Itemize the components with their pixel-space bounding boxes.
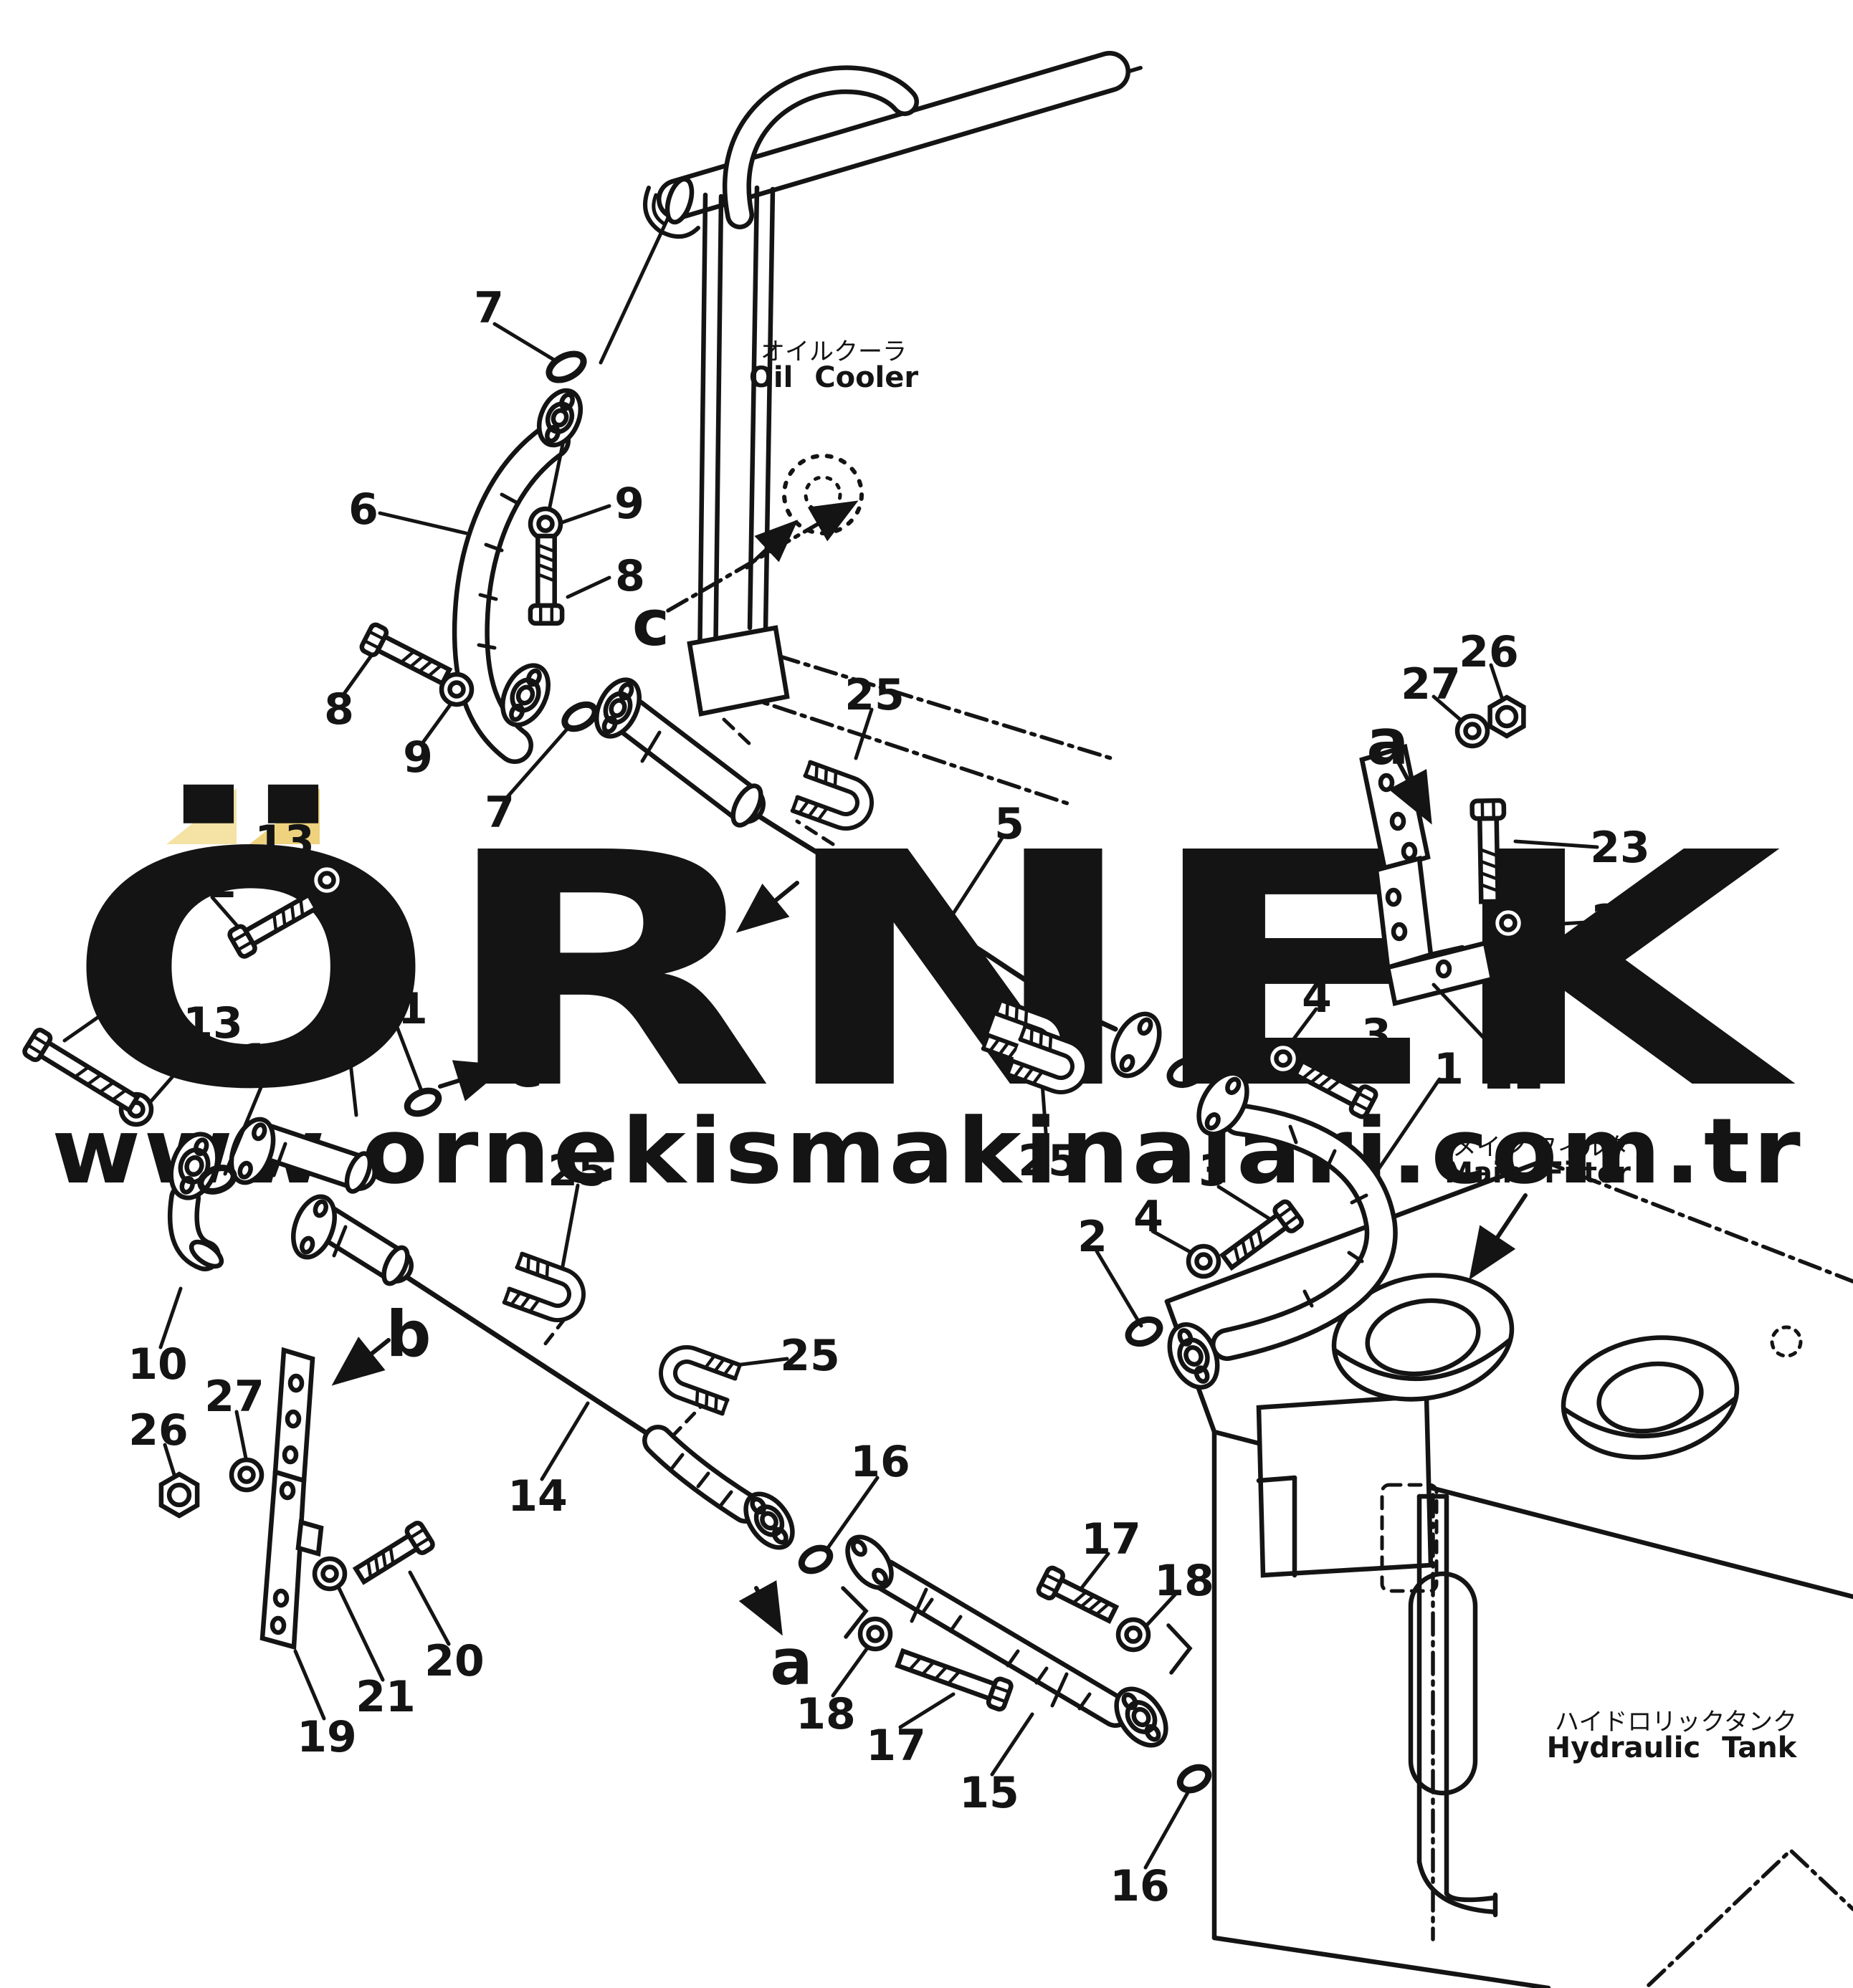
callout-17: 17 [866, 1721, 926, 1771]
callout-23: 23 [1590, 823, 1650, 873]
callout-14: 14 [508, 1471, 568, 1521]
callout-11: 11 [240, 1035, 300, 1085]
callout-20: 20 [424, 1636, 485, 1686]
callout-21: 21 [356, 1672, 416, 1722]
callout-25: 25 [844, 670, 905, 720]
callout-3: 3 [1199, 1146, 1229, 1196]
callout-11: 11 [368, 984, 428, 1034]
watermark-triangle-icon [249, 788, 320, 844]
callout-12: 12 [93, 960, 153, 1010]
callout-4: 4 [1133, 1192, 1163, 1242]
callout-15: 15 [959, 1768, 1019, 1818]
callout-9: 9 [403, 732, 433, 783]
callout-10: 10 [128, 1339, 188, 1390]
view-letter-a: a [770, 1625, 812, 1699]
callout-1: 1 [1434, 1044, 1464, 1094]
callout-13: 13 [254, 816, 315, 866]
callout-2: 2 [1077, 1212, 1107, 1262]
callout-26: 26 [128, 1405, 189, 1456]
callout-7: 7 [474, 283, 504, 333]
view-letter-b: b [659, 897, 704, 971]
component-labels: オイルクーラ Oil Cooler メイン フィルタ Main Filter ハ… [749, 338, 1798, 1764]
callout-25: 25 [780, 1331, 840, 1381]
diagram-line-art [22, 51, 1853, 1988]
watermark-triangle-icon [166, 788, 237, 844]
callout-6: 6 [348, 484, 378, 535]
callout-25: 25 [548, 1146, 608, 1196]
view-letter-c: c [632, 586, 670, 660]
callout-17: 17 [1081, 1514, 1141, 1564]
callout-18: 18 [796, 1689, 856, 1739]
callout-24: 24 [1591, 896, 1652, 946]
callout-4: 4 [1302, 973, 1332, 1023]
callout-5: 5 [994, 799, 1024, 849]
callout-27: 27 [1401, 659, 1461, 709]
view-letter-a: a [1366, 705, 1409, 779]
callout-2: 2 [1242, 935, 1272, 985]
callout-27: 27 [204, 1372, 265, 1422]
oil-cooler-label-en: Oil Cooler [749, 361, 919, 394]
callout-26: 26 [1459, 627, 1519, 677]
callout-16: 16 [1110, 1861, 1170, 1911]
callout-9: 9 [614, 479, 644, 529]
main-filter-label-jp: メイン フィルタ [1452, 1133, 1630, 1162]
callout-13: 13 [183, 998, 243, 1048]
callout-8: 8 [324, 684, 354, 735]
callout-19: 19 [297, 1712, 357, 1762]
hydraulic-tank-label-jp: ハイドロリックタンク [1555, 1708, 1797, 1736]
hydraulic-tank-label-en: Hydraulic Tank [1547, 1731, 1798, 1764]
callout-12: 12 [177, 858, 237, 908]
callout-7: 7 [485, 788, 515, 838]
callout-22: 22 [1484, 1049, 1544, 1099]
callout-25: 25 [1018, 1136, 1078, 1186]
callout-8: 8 [615, 551, 645, 601]
callout-16: 16 [850, 1437, 910, 1487]
view-letter-b: b [386, 1297, 432, 1371]
callout-3: 3 [1361, 1010, 1391, 1060]
oil-cooler-label-jp: オイルクーラ [761, 338, 907, 366]
view-letter-c: c [506, 1028, 543, 1101]
callout-18: 18 [1154, 1556, 1214, 1606]
main-filter-label-en: Main Filter [1444, 1157, 1631, 1190]
